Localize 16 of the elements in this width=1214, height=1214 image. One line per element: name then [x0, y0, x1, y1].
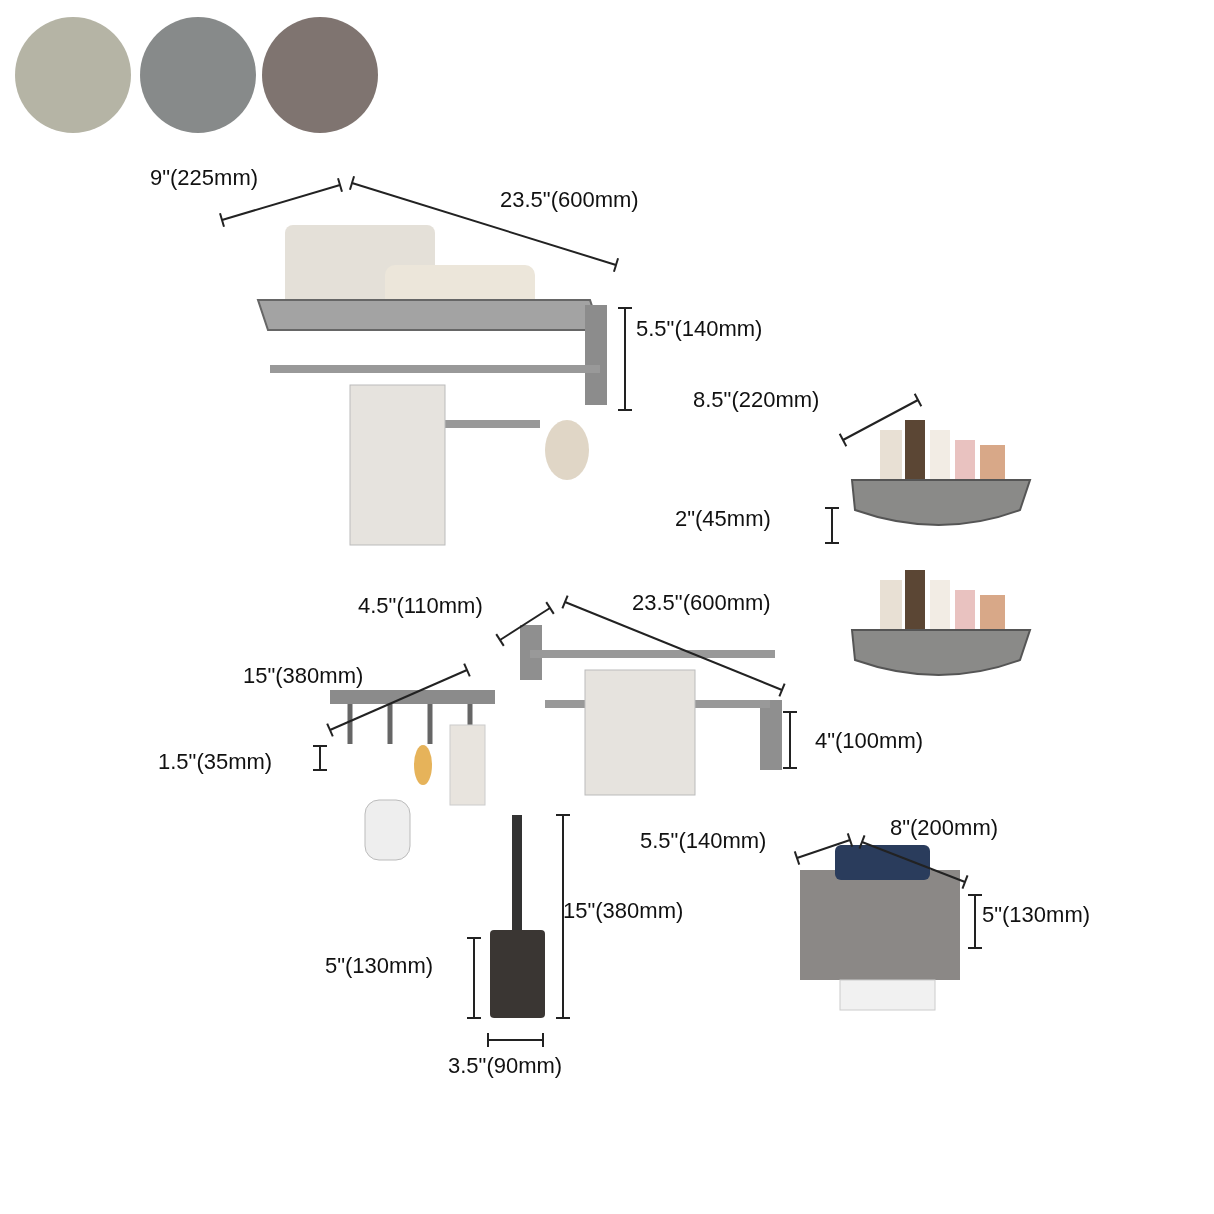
dimension-label: 9"(225mm) — [150, 167, 259, 189]
dimension-label: 8.5"(220mm) — [693, 389, 820, 411]
dimension-label: 4"(100mm) — [815, 730, 924, 752]
dimension-label: 15"(380mm) — [563, 900, 684, 922]
dimension-label: 23.5"(600mm) — [500, 189, 639, 211]
dimension-label: 4.5"(110mm) — [358, 595, 483, 617]
dimension-label: 8"(200mm) — [890, 817, 999, 839]
dimension-label: 3.5"(90mm) — [448, 1055, 563, 1077]
dimension-label: 1.5"(35mm) — [158, 751, 273, 773]
dimension-label: 5"(130mm) — [325, 955, 434, 977]
dimension-label: 5.5"(140mm) — [640, 830, 767, 852]
dimension-label: 5.5"(140mm) — [636, 318, 763, 340]
dimension-label: 5"(130mm) — [982, 904, 1091, 926]
dimension-label: 15"(380mm) — [243, 665, 364, 687]
dimension-label: 2"(45mm) — [675, 508, 771, 530]
dimension-label: 23.5"(600mm) — [632, 592, 771, 614]
